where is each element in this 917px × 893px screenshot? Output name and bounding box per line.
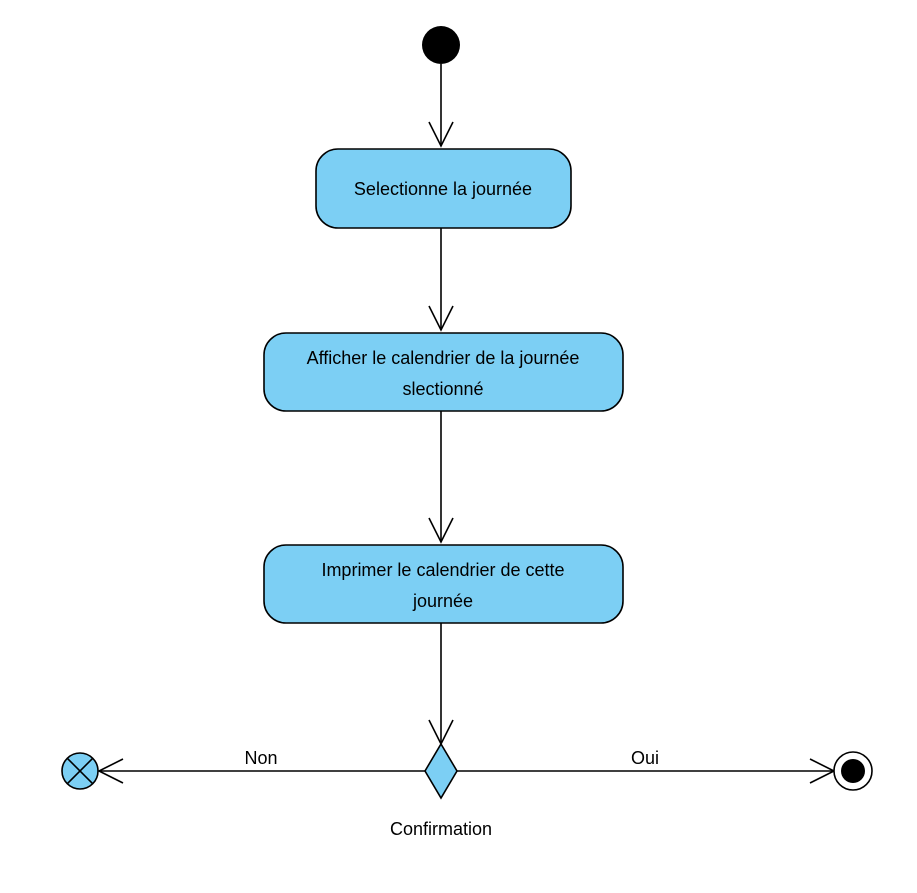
activity-print-calendar-label-line1: Imprimer le calendrier de cette [321,560,564,580]
edge-initial-to-select [428,64,454,148]
activity-display-calendar[interactable]: Afficher le calendrier de la journée sle… [263,332,624,412]
flow-final-node[interactable] [61,752,99,790]
edge-select-to-display [428,228,454,332]
activity-display-calendar-label-line1: Afficher le calendrier de la journée [307,348,580,368]
edge-display-to-print [428,411,454,544]
edge-print-to-decision [428,623,454,746]
decision-label: Confirmation [390,819,492,839]
activity-print-calendar-label-line2: journée [412,591,473,611]
edge-yes-label: Oui [631,748,659,768]
activity-display-calendar-label-line2: slectionné [402,379,483,399]
activity-print-calendar[interactable]: Imprimer le calendrier de cette journée [263,544,624,624]
decision-node[interactable] [424,742,458,800]
activity-final-node[interactable] [833,751,873,791]
activity-select-day[interactable]: Selectionne la journée [315,148,572,229]
activity-select-day-label: Selectionne la journée [354,179,532,199]
edge-decision-no [97,758,425,784]
edge-no-label: Non [244,748,277,768]
initial-node[interactable] [422,26,460,64]
